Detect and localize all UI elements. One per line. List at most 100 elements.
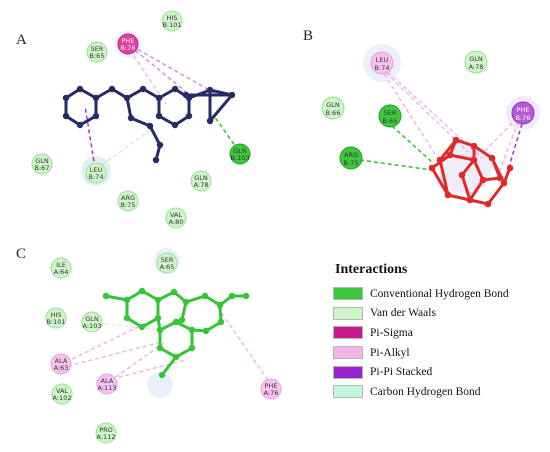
residue-name: ARG xyxy=(121,194,135,202)
residue-name: VAL xyxy=(170,211,182,219)
ligand-b-atoms xyxy=(428,136,514,208)
ligand-a-atoms xyxy=(62,85,236,164)
residue: LEU B:74 xyxy=(370,51,394,75)
legend-item-vdw: Van der Waals xyxy=(333,304,543,324)
residue: ARG B:75 xyxy=(117,190,139,212)
residue: PHE A:76 xyxy=(260,378,282,400)
interactions-legend: Interactions Conventional Hydrogen Bond … xyxy=(333,262,543,412)
residue-chain: B:75 xyxy=(344,159,359,167)
residue-name: GLN xyxy=(233,147,247,155)
residue-chain: A:112 xyxy=(97,433,116,441)
legend-swatch xyxy=(333,365,363,379)
residue-name: PRO xyxy=(99,426,113,434)
residue-chain: A:63 xyxy=(54,364,69,372)
legend-label: Pi-Alkyl xyxy=(370,346,410,359)
legend-label: Conventional Hydrogen Bond xyxy=(370,287,509,300)
residue: GLN B:67 xyxy=(31,153,53,175)
residue-chain: A:78 xyxy=(194,181,209,189)
residue: GLN B:66 xyxy=(321,96,345,120)
panel-b-label: B xyxy=(303,28,313,44)
residue: PRO A:112 xyxy=(95,422,117,444)
residue: ALA A:63 xyxy=(50,353,72,375)
panel-b: LEU B:74 GLN A:78 GLN B:66 SER B:65 PHE … xyxy=(321,44,540,208)
legend-swatch xyxy=(333,287,363,301)
residue-name: GLN xyxy=(194,174,208,182)
residue: ILE A:64 xyxy=(50,257,72,279)
residue: VAL A:80 xyxy=(165,207,187,229)
legend-item-chbond: Carbon Hydrogen Bond xyxy=(333,382,543,402)
residue-name: SER xyxy=(161,256,174,264)
residue-name: PHE xyxy=(265,382,278,390)
legend-swatch xyxy=(333,385,363,399)
residue: HIS B:101 xyxy=(45,307,67,329)
legend-label: Pi-Sigma xyxy=(370,326,413,339)
residue-name: GLN xyxy=(85,315,99,323)
panel-c-label: C xyxy=(16,246,26,262)
residue-chain: A:78 xyxy=(469,63,484,71)
panel-a-label: A xyxy=(16,32,27,48)
residue-chain: A:113 xyxy=(98,384,117,392)
residue-chain: B:66 xyxy=(326,109,341,117)
legend-item-pistacked: Pi-Pi Stacked xyxy=(333,362,543,382)
panel-a: HIS B:101 SER B:65 PHE B:76 GLN B:67 LEU… xyxy=(31,10,251,229)
residue-name: PHE xyxy=(122,37,135,45)
residue: PHE B:76 xyxy=(511,101,535,125)
residue: ARG B:75 xyxy=(339,146,363,170)
residue-name: HIS xyxy=(167,14,178,22)
panel-c: ILE A:64 SER A:65 HIS B:101 GLN A:103 AL… xyxy=(45,248,282,444)
residue-chain: A:76 xyxy=(264,389,279,397)
residue-name: HIS xyxy=(51,311,62,319)
residue-name: ALA xyxy=(101,377,114,385)
halo xyxy=(147,372,173,398)
residue-name: LEU xyxy=(376,56,389,64)
legend-title: Interactions xyxy=(335,262,408,277)
residue-chain: A:65 xyxy=(160,263,175,271)
legend-swatch xyxy=(333,326,363,340)
residue-chain: B:76 xyxy=(516,114,531,122)
residue: GLN B:103 xyxy=(229,143,251,165)
residue-chain: A:103 xyxy=(83,322,102,330)
interaction-lines-c xyxy=(65,301,269,382)
residue-chain: B:75 xyxy=(121,201,136,209)
legend-label: Van der Waals xyxy=(370,307,436,320)
residue-name: PHE xyxy=(517,106,530,114)
residue-name: GLN xyxy=(326,101,340,109)
residue: SER B:65 xyxy=(86,41,108,63)
residue-name: ALA xyxy=(55,357,68,365)
residue-chain: B:76 xyxy=(121,44,136,52)
residue: LEU B:74 xyxy=(85,162,107,184)
residue-name: GLN xyxy=(35,157,49,165)
residue: PHE B:76 xyxy=(117,33,139,55)
residue: GLN A:78 xyxy=(190,170,212,192)
residue-chain: B:74 xyxy=(375,64,390,72)
residue-name: SER xyxy=(91,45,104,53)
residue-chain: B:65 xyxy=(90,52,105,60)
legend-item-hbond: Conventional Hydrogen Bond xyxy=(333,284,543,304)
residue-name: GLN xyxy=(469,55,483,63)
residue-name: VAL xyxy=(56,387,68,395)
residue-chain: B:67 xyxy=(35,164,50,172)
residue-chain: B:74 xyxy=(89,173,104,181)
residue: SER A:65 xyxy=(156,252,178,274)
residue: VAL A:102 xyxy=(51,383,73,405)
residue: HIS B:101 xyxy=(161,10,183,32)
legend-swatch xyxy=(333,306,363,320)
residue-chain: A:102 xyxy=(53,394,72,402)
residue-name: ARG xyxy=(344,151,358,159)
legend-item-pialkyl: Pi-Alkyl xyxy=(333,343,543,363)
residue-chain: B:101 xyxy=(46,318,65,326)
legend-swatch xyxy=(333,346,363,360)
residue: ALA A:113 xyxy=(96,373,118,395)
residue-chain: A:64 xyxy=(54,268,69,276)
residue-name: SER xyxy=(384,109,397,117)
ligand-c-atoms xyxy=(102,287,250,379)
residue-name: ILE xyxy=(56,261,66,269)
residue: GLN A:78 xyxy=(464,50,488,74)
residue-chain: B:103 xyxy=(230,154,249,162)
legend-label: Pi-Pi Stacked xyxy=(370,366,433,379)
residue-chain: B:101 xyxy=(162,21,181,29)
residue: GLN A:103 xyxy=(81,311,103,333)
residue-chain: A:80 xyxy=(169,218,184,226)
residue-name: LEU xyxy=(90,166,103,174)
